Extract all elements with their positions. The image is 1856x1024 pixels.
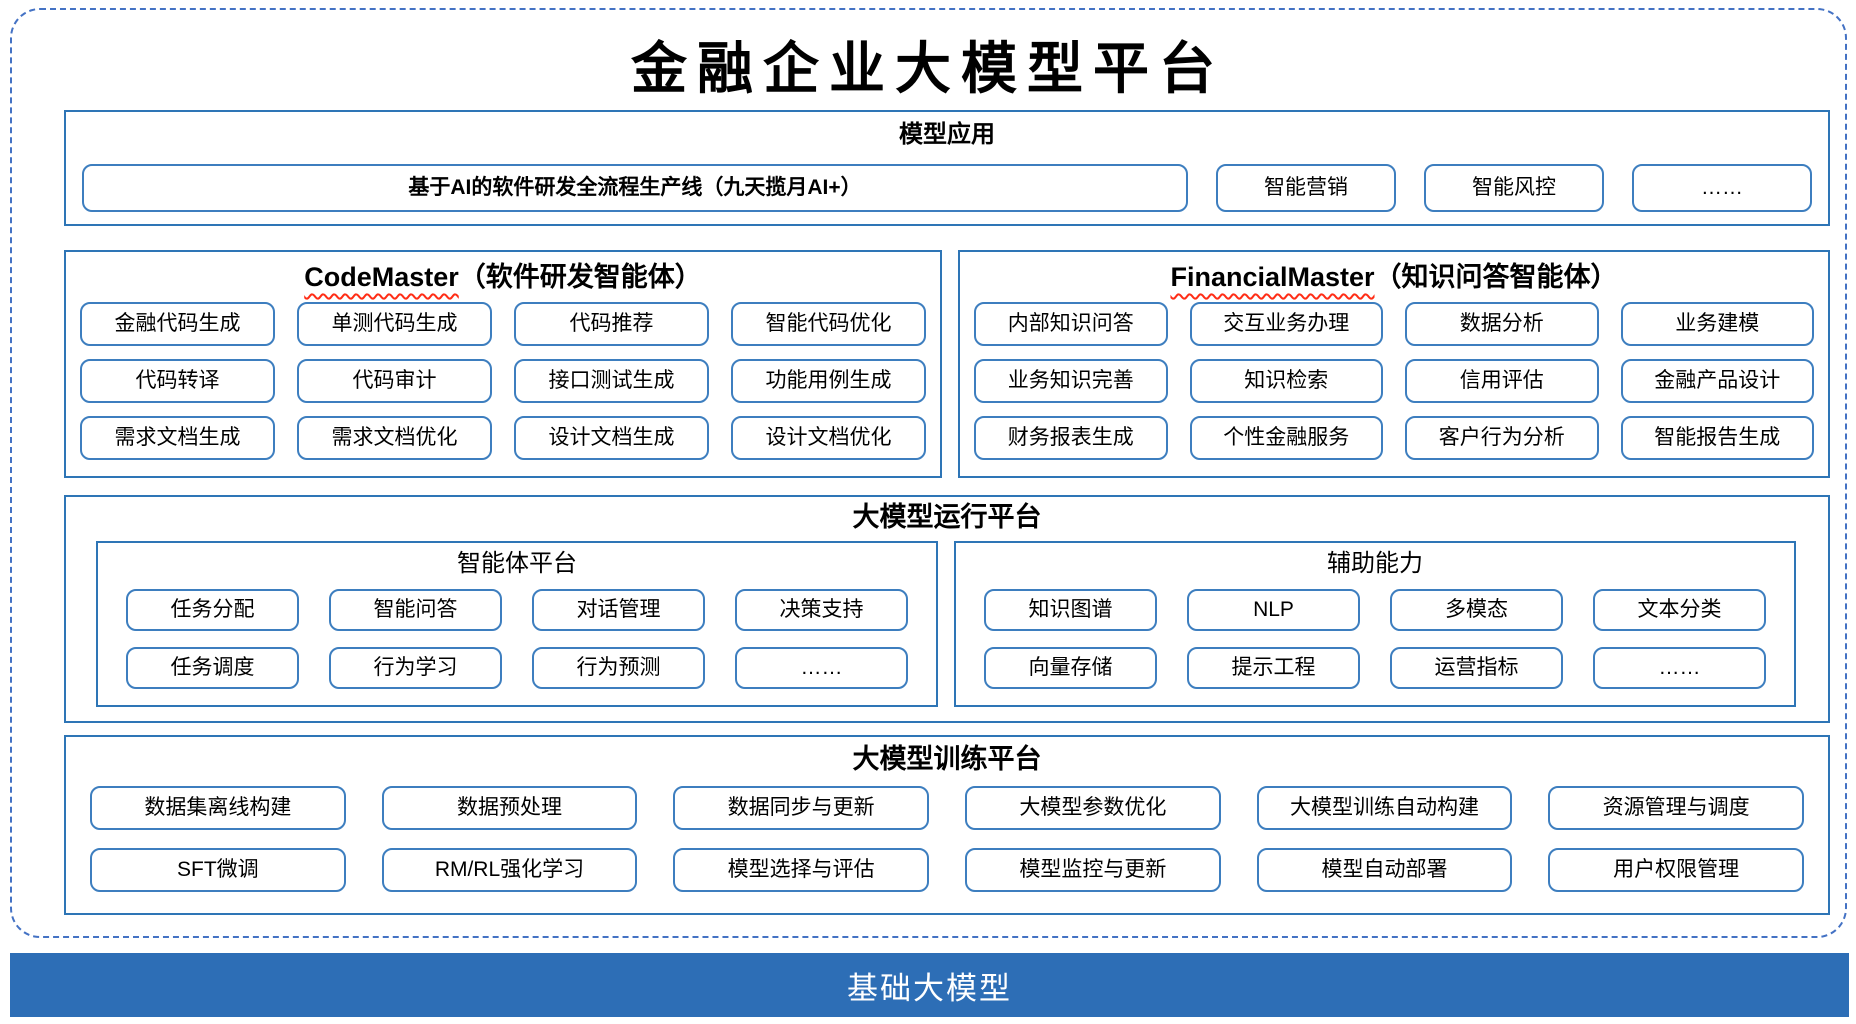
financialmaster-item: 客户行为分析 bbox=[1405, 416, 1599, 460]
foundation-model-bar: 基础大模型 bbox=[10, 953, 1849, 1017]
agent-platform-item-ellipsis: …… bbox=[735, 647, 908, 689]
training-item: SFT微调 bbox=[90, 848, 346, 892]
auxiliary-item: 向量存储 bbox=[984, 647, 1157, 689]
financialmaster-item: 知识检索 bbox=[1189, 359, 1383, 403]
outer-dashed-border bbox=[10, 8, 1847, 938]
financialmaster-item: 金融产品设计 bbox=[1620, 359, 1814, 403]
training-item: 模型自动部署 bbox=[1256, 848, 1513, 892]
codemaster-item: 需求文档生成 bbox=[80, 416, 275, 460]
codemaster-item: 需求文档优化 bbox=[297, 416, 492, 460]
codemaster-item: 设计文档生成 bbox=[514, 416, 709, 460]
model-app-items-row: 基于AI的软件研发全流程生产线（九天揽月AI+） 智能营销 智能风控 …… bbox=[82, 164, 1812, 212]
codemaster-item: 智能代码优化 bbox=[731, 302, 926, 346]
training-item: 模型监控与更新 bbox=[965, 848, 1221, 892]
agent-platform-items-grid: 任务分配 智能问答 对话管理 决策支持 任务调度 行为学习 行为预测 …… bbox=[126, 589, 908, 689]
model-app-item: 智能风控 bbox=[1424, 164, 1604, 212]
training-item: 数据预处理 bbox=[381, 786, 638, 830]
training-item: 资源管理与调度 bbox=[1548, 786, 1804, 830]
auxiliary-item: 知识图谱 bbox=[984, 589, 1157, 631]
codemaster-name: CodeMaster bbox=[304, 262, 459, 292]
training-item: 数据集离线构建 bbox=[90, 786, 346, 830]
codemaster-item: 代码转译 bbox=[80, 359, 275, 403]
agent-platform-item: 行为预测 bbox=[532, 647, 705, 689]
auxiliary-item: 运营指标 bbox=[1390, 647, 1563, 689]
financialmaster-item: 信用评估 bbox=[1405, 359, 1599, 403]
agent-platform-item: 智能问答 bbox=[329, 589, 502, 631]
section-training-platform: 大模型训练平台 数据集离线构建 数据预处理 数据同步与更新 大模型参数优化 大模… bbox=[64, 735, 1830, 915]
financialmaster-subtitle: （知识问答智能体） bbox=[1374, 262, 1618, 292]
foundation-model-label: 基础大模型 bbox=[847, 970, 1012, 1006]
financialmaster-name: FinancialMaster bbox=[1170, 262, 1375, 292]
agent-platform-item: 对话管理 bbox=[532, 589, 705, 631]
training-item: 数据同步与更新 bbox=[673, 786, 929, 830]
section-training-platform-label: 大模型训练平台 bbox=[852, 744, 1042, 774]
auxiliary-item: 提示工程 bbox=[1187, 647, 1360, 689]
section-runtime-platform-label: 大模型运行平台 bbox=[852, 502, 1042, 532]
agent-platform-item: 任务调度 bbox=[126, 647, 299, 689]
training-item: 大模型训练自动构建 bbox=[1256, 786, 1513, 830]
auxiliary-item: NLP bbox=[1187, 589, 1360, 631]
financialmaster-item: 财务报表生成 bbox=[974, 416, 1168, 460]
subsection-auxiliary: 辅助能力 知识图谱 NLP 多模态 文本分类 向量存储 提示工程 运营指标 …… bbox=[954, 541, 1796, 707]
model-app-main-item: 基于AI的软件研发全流程生产线（九天揽月AI+） bbox=[82, 164, 1188, 212]
auxiliary-items-grid: 知识图谱 NLP 多模态 文本分类 向量存储 提示工程 运营指标 …… bbox=[984, 589, 1766, 689]
codemaster-item: 功能用例生成 bbox=[731, 359, 926, 403]
training-item: 用户权限管理 bbox=[1548, 848, 1804, 892]
financialmaster-items-grid: 内部知识问答 交互业务办理 数据分析 业务建模 业务知识完善 知识检索 信用评估… bbox=[974, 302, 1814, 460]
financialmaster-item: 交互业务办理 bbox=[1189, 302, 1383, 346]
codemaster-item: 设计文档优化 bbox=[731, 416, 926, 460]
section-model-app: 模型应用 基于AI的软件研发全流程生产线（九天揽月AI+） 智能营销 智能风控 … bbox=[64, 110, 1830, 226]
financialmaster-item: 智能报告生成 bbox=[1620, 416, 1814, 460]
subsection-agent-platform: 智能体平台 任务分配 智能问答 对话管理 决策支持 任务调度 行为学习 行为预测… bbox=[96, 541, 938, 707]
codemaster-item: 代码推荐 bbox=[514, 302, 709, 346]
codemaster-item: 接口测试生成 bbox=[514, 359, 709, 403]
section-financialmaster-title: FinancialMaster（知识问答智能体） bbox=[960, 260, 1828, 294]
training-item: 大模型参数优化 bbox=[965, 786, 1221, 830]
financialmaster-item: 业务知识完善 bbox=[974, 359, 1168, 403]
training-items-grid: 数据集离线构建 数据预处理 数据同步与更新 大模型参数优化 大模型训练自动构建 … bbox=[90, 786, 1804, 892]
agent-platform-item: 行为学习 bbox=[329, 647, 502, 689]
agent-platform-label: 智能体平台 bbox=[457, 550, 577, 577]
auxiliary-item: 文本分类 bbox=[1593, 589, 1766, 631]
financialmaster-item: 个性金融服务 bbox=[1189, 416, 1383, 460]
auxiliary-item: 多模态 bbox=[1390, 589, 1563, 631]
training-item: RM/RL强化学习 bbox=[381, 848, 638, 892]
page-title: 金融企业大模型平台 bbox=[631, 36, 1225, 102]
model-app-item: 智能营销 bbox=[1216, 164, 1396, 212]
codemaster-item: 单测代码生成 bbox=[297, 302, 492, 346]
training-item: 模型选择与评估 bbox=[673, 848, 929, 892]
codemaster-items-grid: 金融代码生成 单测代码生成 代码推荐 智能代码优化 代码转译 代码审计 接口测试… bbox=[80, 302, 926, 460]
agent-platform-item: 任务分配 bbox=[126, 589, 299, 631]
section-model-app-label: 模型应用 bbox=[899, 121, 995, 148]
section-runtime-platform: 大模型运行平台 智能体平台 任务分配 智能问答 对话管理 决策支持 任务调度 行… bbox=[64, 495, 1830, 723]
auxiliary-item-ellipsis: …… bbox=[1593, 647, 1766, 689]
section-codemaster-title: CodeMaster（软件研发智能体） bbox=[66, 260, 940, 294]
codemaster-subtitle: （软件研发智能体） bbox=[458, 262, 702, 292]
financialmaster-item: 业务建模 bbox=[1620, 302, 1814, 346]
financialmaster-item: 数据分析 bbox=[1405, 302, 1599, 346]
agent-platform-item: 决策支持 bbox=[735, 589, 908, 631]
codemaster-item: 金融代码生成 bbox=[80, 302, 275, 346]
model-app-item-ellipsis: …… bbox=[1632, 164, 1812, 212]
codemaster-item: 代码审计 bbox=[297, 359, 492, 403]
section-financialmaster: FinancialMaster（知识问答智能体） 内部知识问答 交互业务办理 数… bbox=[958, 250, 1830, 478]
auxiliary-label: 辅助能力 bbox=[1327, 550, 1423, 577]
financialmaster-item: 内部知识问答 bbox=[974, 302, 1168, 346]
section-codemaster: CodeMaster（软件研发智能体） 金融代码生成 单测代码生成 代码推荐 智… bbox=[64, 250, 942, 478]
